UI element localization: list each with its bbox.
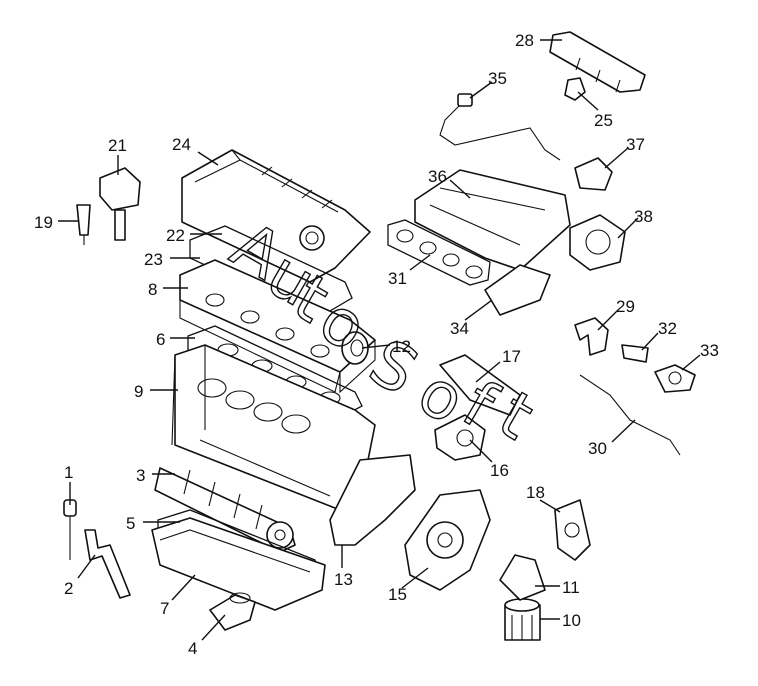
fuel-injector-part <box>564 77 586 101</box>
oil-pan-part <box>151 517 326 611</box>
callout-16: 16 <box>490 461 509 480</box>
callout-29: 29 <box>616 297 635 316</box>
callout-10: 10 <box>562 611 581 630</box>
intake-manifold-part <box>387 169 571 286</box>
callout-34: 34 <box>450 319 469 338</box>
oil-filter-housing-part <box>499 554 546 601</box>
callout-23: 23 <box>144 250 163 269</box>
timing-cover-part <box>329 454 416 546</box>
callout-12: 12 <box>392 337 411 356</box>
oil-pickup-part <box>209 592 256 631</box>
ignition-coil-part <box>99 167 141 241</box>
callout-18: 18 <box>526 483 545 502</box>
callout-30: 30 <box>588 439 607 458</box>
dipstick-tube-part <box>84 529 131 599</box>
callout-21: 21 <box>108 136 127 155</box>
camshaft-pulley-part <box>341 331 369 365</box>
callout-3: 3 <box>136 466 145 485</box>
crankshaft-part <box>154 467 296 553</box>
callout-8: 8 <box>148 280 157 299</box>
thermostat-housing-part <box>654 364 696 393</box>
callout-1: 1 <box>64 463 73 482</box>
water-pipe-part <box>579 374 681 456</box>
cylinder-block-part <box>171 344 376 511</box>
callout-25: 25 <box>594 111 613 130</box>
callout-9: 9 <box>134 382 143 401</box>
callout-6: 6 <box>156 330 165 349</box>
dipstick-part <box>63 499 77 560</box>
throttle-sensor-part <box>574 157 613 191</box>
fuel-rail-part <box>549 31 646 93</box>
fuel-pipe-part <box>439 93 561 161</box>
manifold-bracket-part <box>484 264 551 316</box>
leader-lines <box>58 39 701 641</box>
callout-11: 11 <box>562 578 580 597</box>
callout-17: 17 <box>502 347 521 366</box>
callout-2: 2 <box>64 579 73 598</box>
engine-mount-part <box>554 499 591 561</box>
oil-filter-part <box>504 598 541 641</box>
callout-36: 36 <box>428 167 447 186</box>
valve-cover-part <box>181 149 371 283</box>
flywheel-plate-part <box>404 489 491 591</box>
callout-5: 5 <box>126 514 135 533</box>
callout-24: 24 <box>172 135 191 154</box>
callout-28: 28 <box>515 31 534 50</box>
callout-37: 37 <box>626 135 645 154</box>
callout-7: 7 <box>160 599 169 618</box>
callout-32: 32 <box>658 319 677 338</box>
callout-22: 22 <box>166 226 185 245</box>
cylinder-head-part <box>179 259 376 394</box>
callout-labels: 1 2 3 4 5 6 7 8 9 10 11 12 13 15 16 17 1… <box>34 31 719 658</box>
temperature-sensor-part <box>621 344 649 363</box>
callout-4: 4 <box>188 639 197 658</box>
spark-plug-part <box>76 204 91 245</box>
callout-33: 33 <box>700 341 719 360</box>
callout-19: 19 <box>34 213 53 232</box>
water-pump-part <box>434 354 521 461</box>
callout-35: 35 <box>488 69 507 88</box>
throttle-body-part <box>569 214 626 271</box>
callout-31: 31 <box>388 269 407 288</box>
callout-13: 13 <box>334 570 353 589</box>
callout-38: 38 <box>634 207 653 226</box>
hose-elbow-part <box>574 317 609 356</box>
callout-15: 15 <box>388 585 407 604</box>
